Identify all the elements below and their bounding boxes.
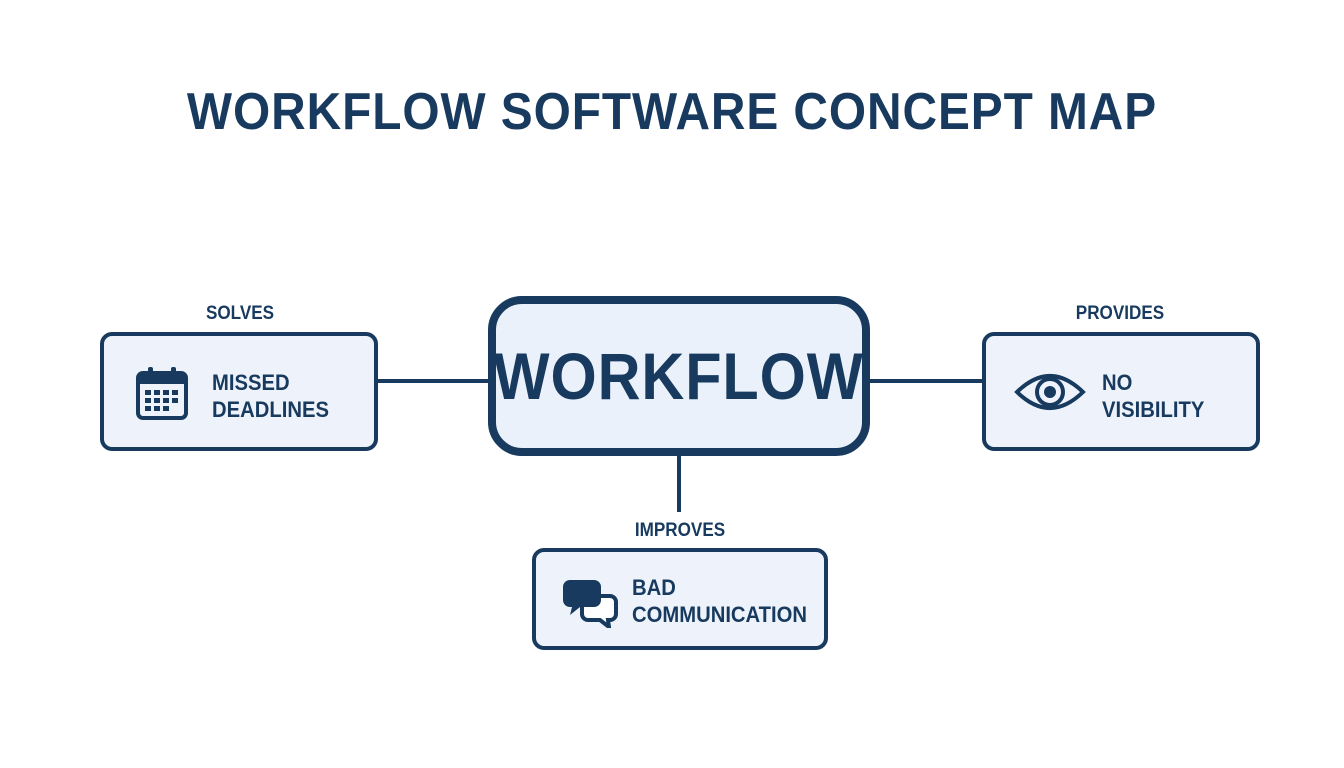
edge-label-provides: PROVIDES	[1075, 303, 1165, 324]
connector-right	[868, 379, 986, 383]
node-bad-communication-label: BAD COMMUNICATION	[632, 574, 807, 628]
eye-icon	[1014, 374, 1086, 410]
node-line-1: NO	[1102, 370, 1133, 395]
center-node: WORKFLOW	[488, 296, 870, 456]
chat-bubbles-icon	[563, 580, 618, 628]
node-line-2: DEADLINES	[212, 397, 329, 422]
node-line-2: COMMUNICATION	[632, 602, 808, 627]
node-no-visibility-label: NO VISIBILITY	[1102, 369, 1204, 423]
connector-left	[375, 379, 490, 383]
center-node-label: WORKFLOW	[493, 339, 865, 413]
edge-label-improves: IMPROVES	[634, 520, 726, 541]
node-line-2: VISIBILITY	[1102, 397, 1205, 422]
edge-label-solves: SOLVES	[205, 303, 275, 324]
node-bad-communication: BAD COMMUNICATION	[532, 548, 828, 650]
diagram-title: WORKFLOW SOFTWARE CONCEPT MAP	[186, 83, 1158, 141]
node-missed-deadlines-label: MISSED DEADLINES	[212, 369, 329, 423]
node-line-1: BAD	[632, 575, 676, 600]
node-line-1: MISSED	[212, 370, 290, 395]
calendar-icon	[136, 367, 188, 420]
node-missed-deadlines: MISSED DEADLINES	[100, 332, 378, 451]
node-no-visibility: NO VISIBILITY	[982, 332, 1260, 451]
connector-bottom	[677, 454, 681, 512]
